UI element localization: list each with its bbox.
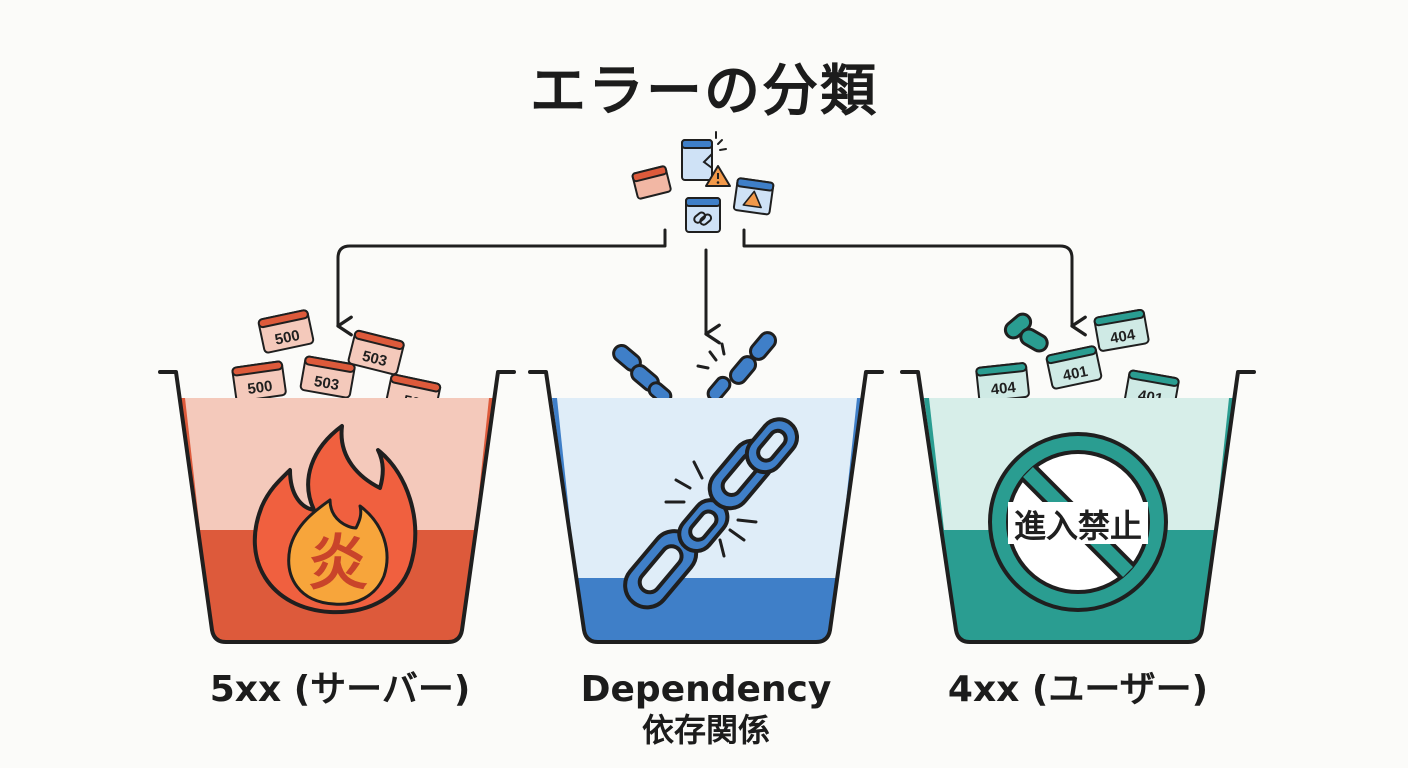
arrow-to-server xyxy=(336,228,667,337)
source-icons xyxy=(631,131,775,233)
page-title: エラーの分類 xyxy=(530,59,878,124)
error-card-503: 503 xyxy=(299,355,356,399)
broken-page-icon xyxy=(681,131,727,181)
no-entry-icon: 進入禁止 xyxy=(988,432,1168,612)
flame-icon: 炎 xyxy=(252,424,418,615)
error-card-500: 500 xyxy=(257,309,315,354)
bucket-label-server: 5xx (サーバー) xyxy=(209,669,471,710)
dependency-label: Dependency xyxy=(580,669,832,710)
bucket-label-user: 4xx (ユーザー) xyxy=(947,669,1209,710)
svg-text:500: 500 xyxy=(273,327,301,349)
no-entry-text: 進入禁止 xyxy=(1014,507,1142,545)
broken-chain-top-icon xyxy=(612,331,777,405)
bucket-server: 500 503 500 503 50 炎 xyxy=(158,309,516,644)
error-card-404: 404 xyxy=(975,362,1030,403)
svg-text:401: 401 xyxy=(1061,363,1089,385)
svg-text:500: 500 xyxy=(246,378,273,398)
bucket-label-dependency: Dependency 依存関係 xyxy=(546,668,866,748)
broken-link-icon xyxy=(1003,312,1049,353)
svg-text:404: 404 xyxy=(990,379,1017,399)
error-card-503: 503 xyxy=(347,329,405,376)
broken-chain-icon xyxy=(623,417,799,610)
arrow-to-user xyxy=(742,228,1087,337)
flow-arrows xyxy=(336,228,1087,345)
flame-kanji: 炎 xyxy=(308,529,368,599)
bucket-user: 404 404 401 401 進入禁止 xyxy=(900,308,1256,644)
error-card-401: 401 xyxy=(1045,345,1103,390)
link-icon xyxy=(685,197,721,233)
svg-text:503: 503 xyxy=(360,348,388,371)
error-card-icon xyxy=(631,165,672,200)
warning-icon xyxy=(705,165,731,187)
svg-text:503: 503 xyxy=(313,373,341,394)
bucket-dependency xyxy=(528,331,884,644)
dependency-sublabel: 依存関係 xyxy=(641,711,770,749)
svg-text:404: 404 xyxy=(1109,326,1137,347)
error-card-500: 500 xyxy=(231,360,287,403)
error-card-404: 404 xyxy=(1093,308,1150,352)
warning-window-icon xyxy=(732,177,775,216)
